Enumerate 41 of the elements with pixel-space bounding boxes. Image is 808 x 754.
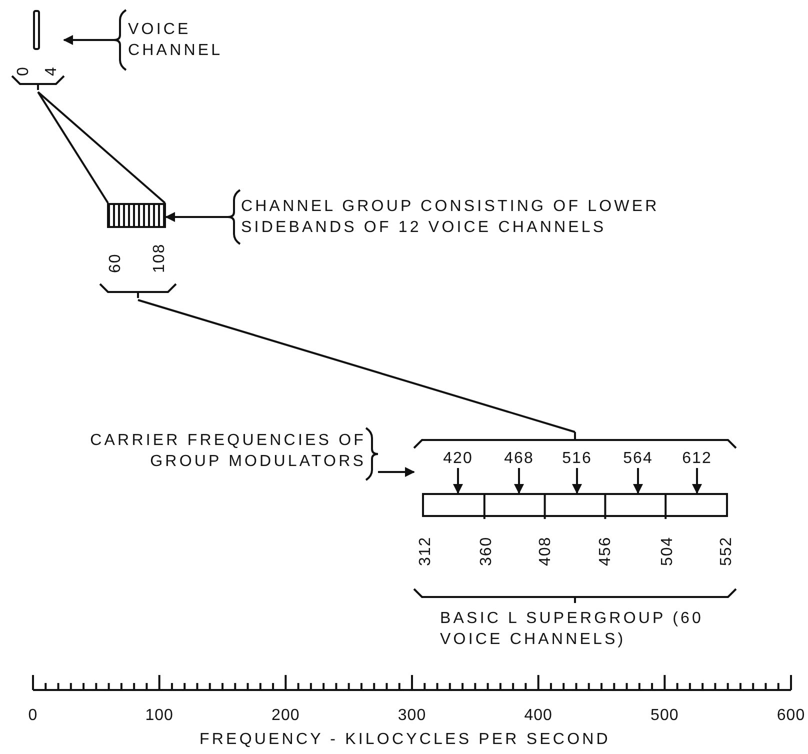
connector-line [138,299,576,433]
frequency-label: 108 [152,243,168,273]
caption-text: CARRIER FREQUENCIES OF GROUP MODULATORS [40,430,366,474]
arrow [692,468,702,494]
scale-label: 600 [776,706,806,726]
arrow [63,35,118,45]
carrier-frequency: 420 [434,448,482,468]
carrier-frequency: 564 [614,448,662,468]
frequency-label: 60 [108,253,124,273]
scale-label: 100 [144,706,174,726]
scale-label: 500 [650,706,680,726]
carrier-frequency: 612 [673,448,721,468]
frequency-label: 4 [44,66,60,76]
frequency-label: 360 [479,536,495,566]
carrier-frequency: 468 [495,448,543,468]
bracket [414,432,736,448]
arrow [165,212,231,222]
arrow [633,468,643,494]
voice-channel-band [12,10,64,92]
arrow [572,468,582,494]
frequency-label: 552 [719,536,735,566]
connector-line [37,91,166,204]
scale-label: 300 [396,706,428,726]
caption-text: BASIC L SUPERGROUP (60 VOICE CHANNELS) [440,609,704,650]
caption-text: VOICE CHANNEL [128,19,268,63]
arrow [378,467,415,477]
scale-label: 200 [270,706,301,726]
channel-group-band [100,203,176,300]
arrow [453,468,463,494]
frequency-label: 456 [598,536,614,566]
carrier-frequency: 516 [553,448,601,468]
caption-text: CHANNEL GROUP CONSISTING OF LOWER SIDEBANDS OF 12 VOICE CHANNELS [241,196,781,240]
frequency-label: 504 [660,536,676,566]
scale-label: 0 [27,706,39,726]
arrow [514,468,524,494]
supergroup-band [422,493,728,517]
frequency-label: 0 [16,66,32,76]
axis-title: FREQUENCY - KILOCYCLES PER SECOND [198,730,612,750]
frequency-label: 312 [418,536,434,566]
frequency-label: 408 [538,536,554,566]
scale-label: 400 [523,706,554,726]
